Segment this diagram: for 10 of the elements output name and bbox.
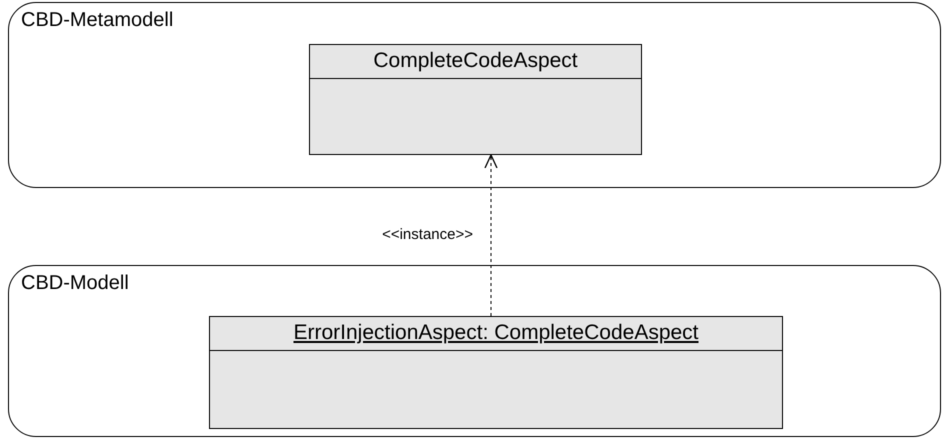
class-box [309, 44, 642, 155]
package-frame [8, 2, 941, 188]
class-name: CompleteCodeAspect [373, 49, 578, 72]
dependency-arrow [484, 154, 498, 316]
package-frame [8, 265, 941, 437]
object-box [209, 316, 783, 429]
package-name: CBD-Metamodell [21, 9, 174, 31]
edge-label: <<instance>> [382, 226, 473, 242]
package-name: CBD-Modell [21, 272, 129, 294]
object-name: ErrorInjectionAspect: CompleteCodeAspect [293, 321, 699, 344]
